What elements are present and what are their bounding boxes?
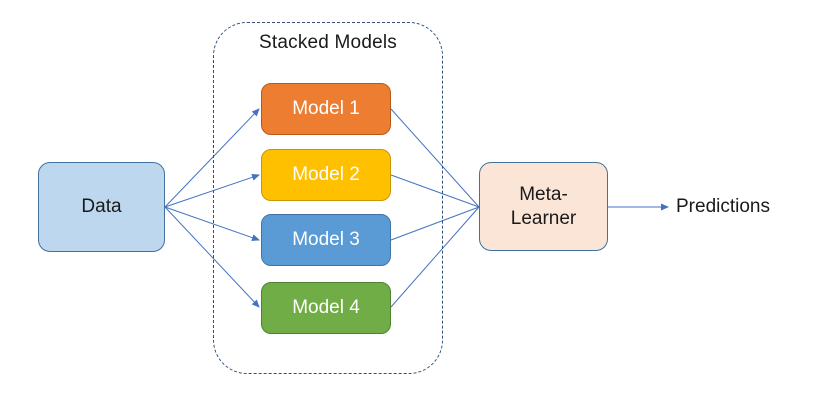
data-node-label: Data: [81, 196, 122, 218]
arrow-data-to-model-2: [164, 173, 260, 208]
model-2-label: Model 2: [292, 164, 360, 186]
model-3-node: Model 3: [261, 214, 391, 266]
meta-learner-label-line-2: Learner: [510, 207, 577, 229]
model-1-label: Model 1: [292, 98, 360, 120]
arrow-data-to-model-1: [164, 108, 260, 208]
arrow-data-to-model-4: [164, 206, 260, 308]
arrow-data-to-model-3: [164, 206, 260, 241]
line-model-1-to-meta: [390, 108, 480, 208]
line-model-4-to-meta: [390, 206, 480, 308]
predictions-label: Predictions: [676, 196, 770, 217]
line-model-2-to-meta: [390, 174, 480, 208]
model-1-node: Model 1: [261, 83, 391, 135]
model-3-label: Model 3: [292, 229, 360, 251]
meta-learner-label-line-1: Meta-: [519, 183, 568, 205]
meta-learner-node: Meta- Learner: [479, 162, 608, 251]
stacked-models-group: [213, 22, 443, 374]
model-4-node: Model 4: [261, 282, 391, 334]
data-node: Data: [38, 162, 165, 252]
model-4-label: Model 4: [292, 297, 360, 319]
model-2-node: Model 2: [261, 149, 391, 201]
line-model-3-to-meta: [390, 206, 480, 241]
stacked-models-label: Stacked Models: [259, 32, 397, 53]
